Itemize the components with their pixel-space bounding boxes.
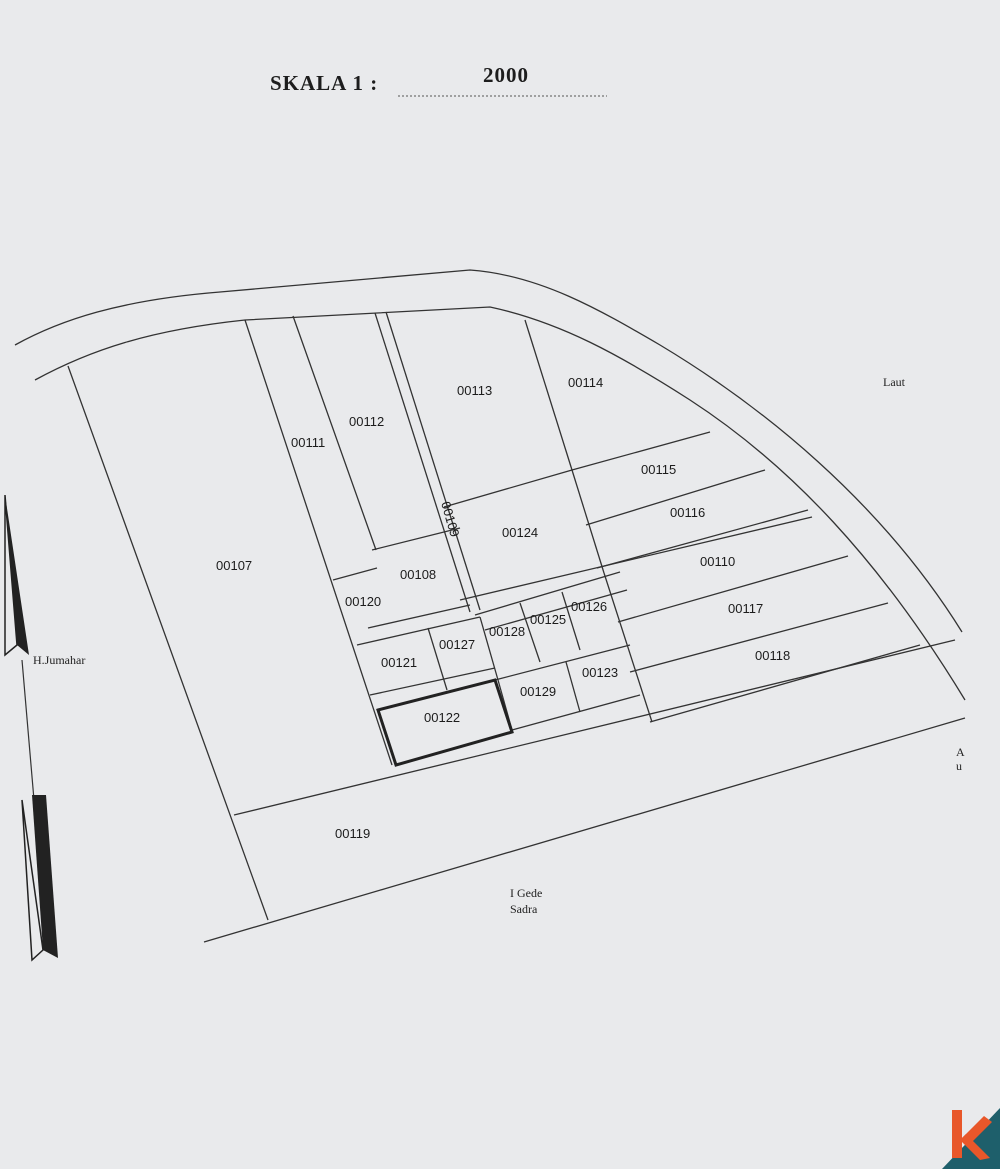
parcel-00113-label[interactable]: 00113 (457, 383, 492, 398)
neighbor-west-label: H.Jumahar (33, 653, 85, 667)
parcel-00123-label[interactable]: 00123 (582, 665, 618, 680)
divider-00124-00128 (474, 571, 621, 616)
divider-00128-row (484, 589, 628, 631)
divider-00117-00118 (629, 602, 889, 673)
brand-logo-icon (942, 1108, 1000, 1169)
divider-00115-00116 (585, 469, 766, 526)
divider-00125-00126 (561, 591, 581, 651)
divider-00129-00123 (565, 661, 581, 713)
neighbor-east-label: Laut (883, 375, 906, 389)
parcel-00121-label[interactable]: 00121 (381, 655, 417, 670)
road-outer-edge (14, 269, 963, 633)
parcel-00117-label[interactable]: 00117 (728, 601, 763, 616)
parcel-00129-label[interactable]: 00129 (520, 684, 556, 699)
parcel-00125-label[interactable]: 00125 (530, 612, 566, 627)
parcel-00122-label[interactable]: 00122 (424, 710, 460, 725)
parcel-00108-label[interactable]: 00108 (400, 567, 436, 582)
divider-00107-00120 (332, 567, 378, 581)
divider-00124-00116 (571, 469, 605, 574)
divider-00113-00124 (443, 469, 573, 508)
divider-00129-00119 (511, 694, 641, 731)
south-boundary (203, 717, 966, 943)
divider-00114-00115 (571, 431, 711, 471)
parcel-00118-label[interactable]: 00118 (755, 648, 790, 663)
road-00109-east (385, 311, 481, 611)
parcel-00122-outline[interactable] (376, 678, 514, 767)
divider-00126-00117 (603, 572, 653, 723)
divider-00116-00110-a (596, 509, 809, 569)
divider-00111-00112 (292, 315, 377, 551)
divider-00107-00111 (244, 319, 393, 766)
road-00109-west (374, 312, 471, 613)
parcel-00110-label[interactable]: 00110 (700, 554, 735, 569)
parcel-00107-label[interactable]: 00107 (216, 558, 252, 573)
parcel-00120-label[interactable]: 00120 (345, 594, 381, 609)
divider-00128-00125 (519, 602, 541, 663)
divider-00110-00117 (617, 555, 849, 623)
parcel-00126-label[interactable]: 00126 (571, 599, 607, 614)
west-boundary (67, 365, 269, 921)
parcel-00128-label[interactable]: 00128 (489, 624, 525, 639)
north-arrow-icon (4, 494, 58, 962)
neighbor-south-label-1: I Gede (510, 886, 542, 900)
parcel-00114-label[interactable]: 00114 (568, 375, 603, 390)
divider-00121-00122 (369, 667, 496, 696)
right-edge-label-2: u (956, 759, 962, 773)
parcel-00115-label[interactable]: 00115 (641, 462, 676, 477)
divider-00108-00120 (367, 604, 471, 629)
road-inner-edge (34, 306, 966, 701)
divider-00113-00114 (524, 319, 573, 471)
divider-00120-00121 (356, 616, 481, 646)
parcel-00118-south-edge (649, 644, 921, 723)
scale-value: 2000 (483, 63, 529, 87)
divider-00124-00110 (459, 516, 813, 601)
parcel-00112-label[interactable]: 00112 (349, 414, 384, 429)
parcel-00119-label[interactable]: 00119 (335, 826, 370, 841)
parcel-00124-label[interactable]: 00124 (502, 525, 538, 540)
parcel-00116-label[interactable]: 00116 (670, 505, 705, 520)
divider-00112-00108 (371, 527, 461, 551)
parcel-00111-label[interactable]: 00111 (291, 435, 325, 450)
neighbor-south-label-2: Sadra (510, 902, 538, 916)
divider-00127-00128 (479, 616, 499, 681)
divider-00128-00129 (494, 644, 631, 681)
right-edge-label-1: A (956, 745, 965, 759)
parcel-00127-label[interactable]: 00127 (439, 637, 475, 652)
scale-label: SKALA 1 : (270, 71, 378, 95)
